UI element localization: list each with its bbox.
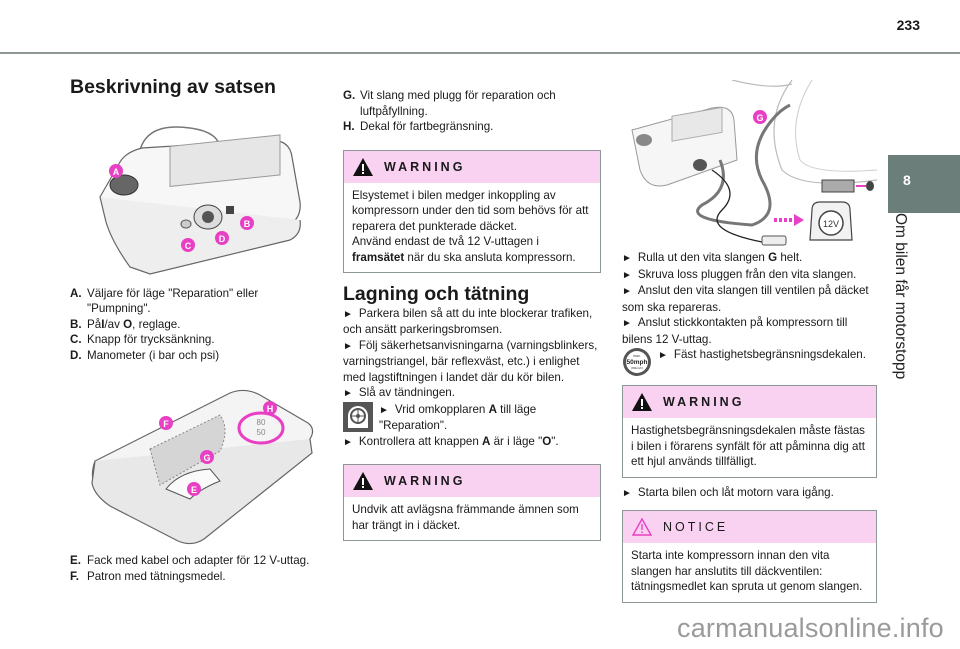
chapter-number: 8 [903,172,911,188]
step-unscrew: ►Skruva loss pluggen från den vita slang… [622,267,857,281]
step-connect-hose: ►Anslut den vita slangen till ventilen p… [622,284,869,314]
warning-text: Undvik att avlägsna främmande ämnen som … [352,503,579,532]
legend-item-c: C.Knapp för trycksänkning. [70,333,215,346]
column-2: G.Vit slang med plugg för reparation och… [343,88,601,541]
warning-title: WARNING [663,395,745,409]
callout-h: H [263,401,277,415]
chapter-side-title: Om bilen får motorstopp [880,213,920,398]
warning-text-2: Använd endast de två 12 V-uttagen i fram… [352,235,576,264]
decal-speed-50: 50 [257,428,266,437]
callout-d: D [215,230,229,245]
warning-title: WARNING [384,474,466,488]
page-number: 233 [896,17,920,33]
legend-gh: G.Vit slang med plugg för reparation och… [343,88,601,135]
step-1: ►Parkera bilen så att du inte blockerar … [343,306,593,337]
compressor-bottom-illustration: 80 50 F H G E [91,389,314,545]
step-3: ►Slå av tändningen. [343,386,455,399]
svg-text:G: G [756,113,763,123]
step-decal: max. 50mph (80km/h) ►Fäst hastighetsbegr… [622,347,877,379]
step-unroll: ►Rulla ut den vita slangen G helt. [622,251,803,264]
warning-header: WARNING [344,465,600,497]
svg-text:E: E [191,485,197,495]
svg-text:D: D [219,234,226,244]
watermark: carmanualsonline.info [677,613,944,643]
notice-box: NOTICE Starta inte kompressorn innan den… [622,510,877,603]
legend-item-g: G.Vit slang med plugg för reparation och… [343,89,556,118]
compressor-top-illustration: A B C D [99,125,301,275]
legend-item-h: H.Dekal för fartbegränsning. [343,120,494,133]
legend-item-d: D.Manometer (i bar och psi) [70,348,220,362]
section-title-repair: Lagning och tätning [343,283,530,305]
svg-text:H: H [267,404,274,414]
arrow-to-socket-icon [774,214,804,226]
warning-title: WARNING [384,159,466,174]
repair-mode-icon [343,401,373,432]
callout-c: C [181,237,195,252]
column-1: Beskrivning av satsen A B C D A.Väljare … [70,76,325,584]
notice-header: NOTICE [623,511,876,543]
callout-g: G [753,110,767,124]
chapter-tab[interactable]: 8 [888,155,960,213]
12v-socket-icon: 12V [809,201,853,241]
column-3: 12V G ►Rulla ut den vita slangen G helt.… [622,80,877,603]
legend-item-b: B.PåI/av O, reglage. [70,317,181,331]
warning-header: WARNING [344,150,600,183]
warning-header: WARNING [623,386,876,418]
step-4: ►Vrid omkopplaren A till läge "Reparatio… [343,401,601,434]
warning-body: Undvik att avlägsna främmande ämnen som … [344,497,600,540]
svg-text:B: B [244,219,251,229]
step-2: ►Följ säkerhetsanvisningarna (varningsbl… [343,338,598,384]
svg-text:C: C [185,241,192,251]
callout-a: A [109,163,123,178]
warning-text: Hastighetsbegränsningsdekalen måste fäst… [631,424,865,468]
notice-triangle-icon [632,518,652,536]
chapter-title: Om bilen får motorstopp [892,213,909,380]
notice-title: NOTICE [663,520,729,534]
callout-g: G [200,450,214,464]
warning-triangle-icon [353,472,373,490]
decal-speed-80: 80 [257,418,266,427]
connection-steps: ►Rulla ut den vita slangen G helt. ►Skru… [622,250,877,379]
callout-b: B [240,215,254,230]
svg-text:max.: max. [633,354,641,358]
callout-f: F [159,416,173,430]
notice-text: Starta inte kompressorn innan den vita s… [631,549,863,593]
step-5: ►Kontrollera att knappen A är i läge "O"… [343,434,559,448]
svg-text:(80km/h): (80km/h) [631,366,643,370]
legend-ef: E.Fack med kabel och adapter för 12 V-ut… [70,553,325,584]
warning-text: Elsystemet i bilen medger inkoppling av … [352,188,589,233]
warning-box-electrical: WARNING Elsystemet i bilen medger inkopp… [343,149,601,273]
warning-body: Hastighetsbegränsningsdekalen måste fäst… [623,418,876,477]
svg-text:50mph: 50mph [627,359,648,366]
svg-text:G: G [203,453,210,463]
warning-triangle-icon [632,393,652,411]
repair-steps: ►Parkera bilen så att du inte blockerar … [343,306,601,451]
step-connect-plug: ►Anslut stickkontakten på kompressorn ti… [622,316,848,346]
legend-abcd: A.Väljare för läge "Reparation" eller "P… [70,286,325,364]
legend-item-e: E.Fack med kabel och adapter för 12 V-ut… [70,554,310,567]
compressor-connection-illustration: 12V G [631,80,877,246]
svg-text:F: F [163,419,169,429]
warning-triangle-icon [353,157,373,176]
notice-body: Starta inte kompressorn innan den vita s… [623,543,876,602]
header-rule [0,52,960,54]
callout-e: E [187,482,201,496]
warning-body: Elsystemet i bilen medger inkoppling av … [344,183,600,273]
svg-text:12V: 12V [823,219,839,229]
speed-limit-decal-icon: max. 50mph (80km/h) [623,348,651,376]
section-title-description: Beskrivning av satsen [70,76,276,98]
warning-box-foreign-objects: WARNING Undvik att avlägsna främmande äm… [343,464,601,541]
svg-text:A: A [113,167,120,177]
legend-item-a: A.Väljare för läge "Reparation" eller "P… [70,286,259,316]
warning-box-speed-decal: WARNING Hastighetsbegränsningsdekalen må… [622,385,877,478]
legend-item-f: F.Patron med tätningsmedel. [70,569,226,583]
step-start-engine: ►Starta bilen och låt motorn vara igång. [622,485,834,499]
